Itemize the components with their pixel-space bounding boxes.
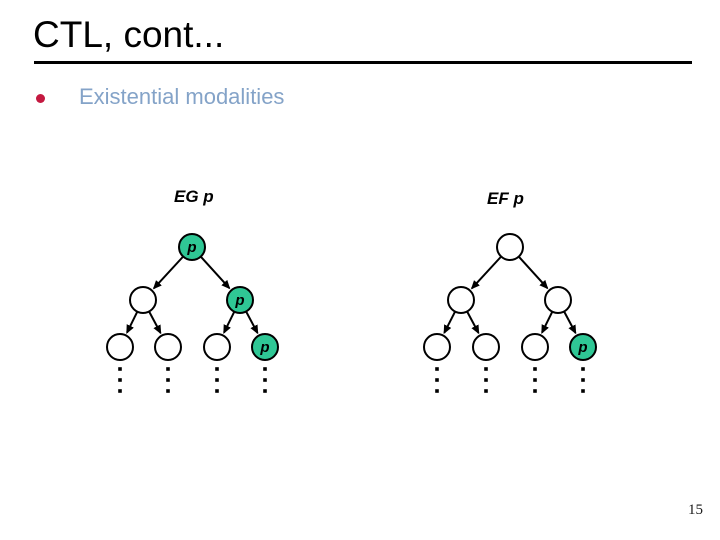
state-node <box>154 333 182 361</box>
node-label-p: p <box>577 339 587 356</box>
node-label-p: p <box>186 239 196 256</box>
state-node <box>423 333 451 361</box>
ellipsis-dot <box>166 367 170 371</box>
ef-tree: p <box>423 233 597 393</box>
state-node <box>521 333 549 361</box>
state-node-p <box>569 333 597 361</box>
ellipsis-dot <box>533 389 537 393</box>
ellipsis-dot <box>533 378 537 382</box>
ellipsis-dot <box>263 367 267 371</box>
ellipsis-dot <box>484 389 488 393</box>
state-node-p <box>178 233 206 261</box>
ellipsis-dot <box>166 378 170 382</box>
bullet-label: Existential modalities <box>79 84 285 109</box>
tree-edge-arrow <box>541 311 554 334</box>
state-node <box>203 333 231 361</box>
tree-edge-arrow <box>470 255 502 290</box>
ellipsis-dot <box>215 389 219 393</box>
node-label-p: p <box>234 292 244 309</box>
ellipsis-dot <box>533 367 537 371</box>
page-number: 15 <box>688 502 703 518</box>
tree-edge-arrow <box>563 311 577 335</box>
state-node <box>544 286 572 314</box>
tree-edge-arrow <box>223 311 236 334</box>
ellipsis-dot <box>484 378 488 382</box>
bullet-icon <box>36 94 45 104</box>
ellipsis-dot <box>435 389 439 393</box>
state-node <box>472 333 500 361</box>
state-node-p <box>226 286 254 314</box>
tree-edge-arrow <box>443 311 456 335</box>
state-node <box>496 233 524 261</box>
eg-tree-label: EG p <box>174 187 214 206</box>
bullet-item: Existential modalities <box>36 84 285 109</box>
tree-edge-arrow <box>126 311 139 334</box>
ellipsis-dot <box>118 389 122 393</box>
node-label-p: p <box>259 339 269 356</box>
tree-edge-arrow <box>152 255 184 290</box>
state-node-p <box>251 333 279 361</box>
state-node <box>447 286 475 314</box>
tree-edge-arrow <box>245 311 259 335</box>
tree-edge-arrow <box>466 311 480 335</box>
ellipsis-dot <box>215 378 219 382</box>
ellipsis-dot <box>435 367 439 371</box>
ef-tree-label: EF p <box>487 189 524 208</box>
ellipsis-dot <box>166 389 170 393</box>
eg-tree: p p p <box>106 233 279 393</box>
state-node <box>106 333 134 361</box>
ellipsis-dot <box>215 367 219 371</box>
ellipsis-dot <box>435 378 439 382</box>
ellipsis-dot <box>581 367 585 371</box>
page-title: CTL, cont... <box>33 14 225 55</box>
tree-edge-arrow <box>148 311 162 335</box>
ellipsis-dot <box>118 378 122 382</box>
ellipsis-dot <box>484 367 488 371</box>
ellipsis-dot <box>118 367 122 371</box>
title-underline <box>34 61 692 64</box>
ellipsis-dot <box>263 389 267 393</box>
ellipsis-dot <box>581 389 585 393</box>
tree-edge-arrow <box>517 255 549 290</box>
tree-edge-arrow <box>199 255 231 290</box>
ellipsis-dot <box>263 378 267 382</box>
state-node <box>129 286 157 314</box>
ellipsis-dot <box>581 378 585 382</box>
